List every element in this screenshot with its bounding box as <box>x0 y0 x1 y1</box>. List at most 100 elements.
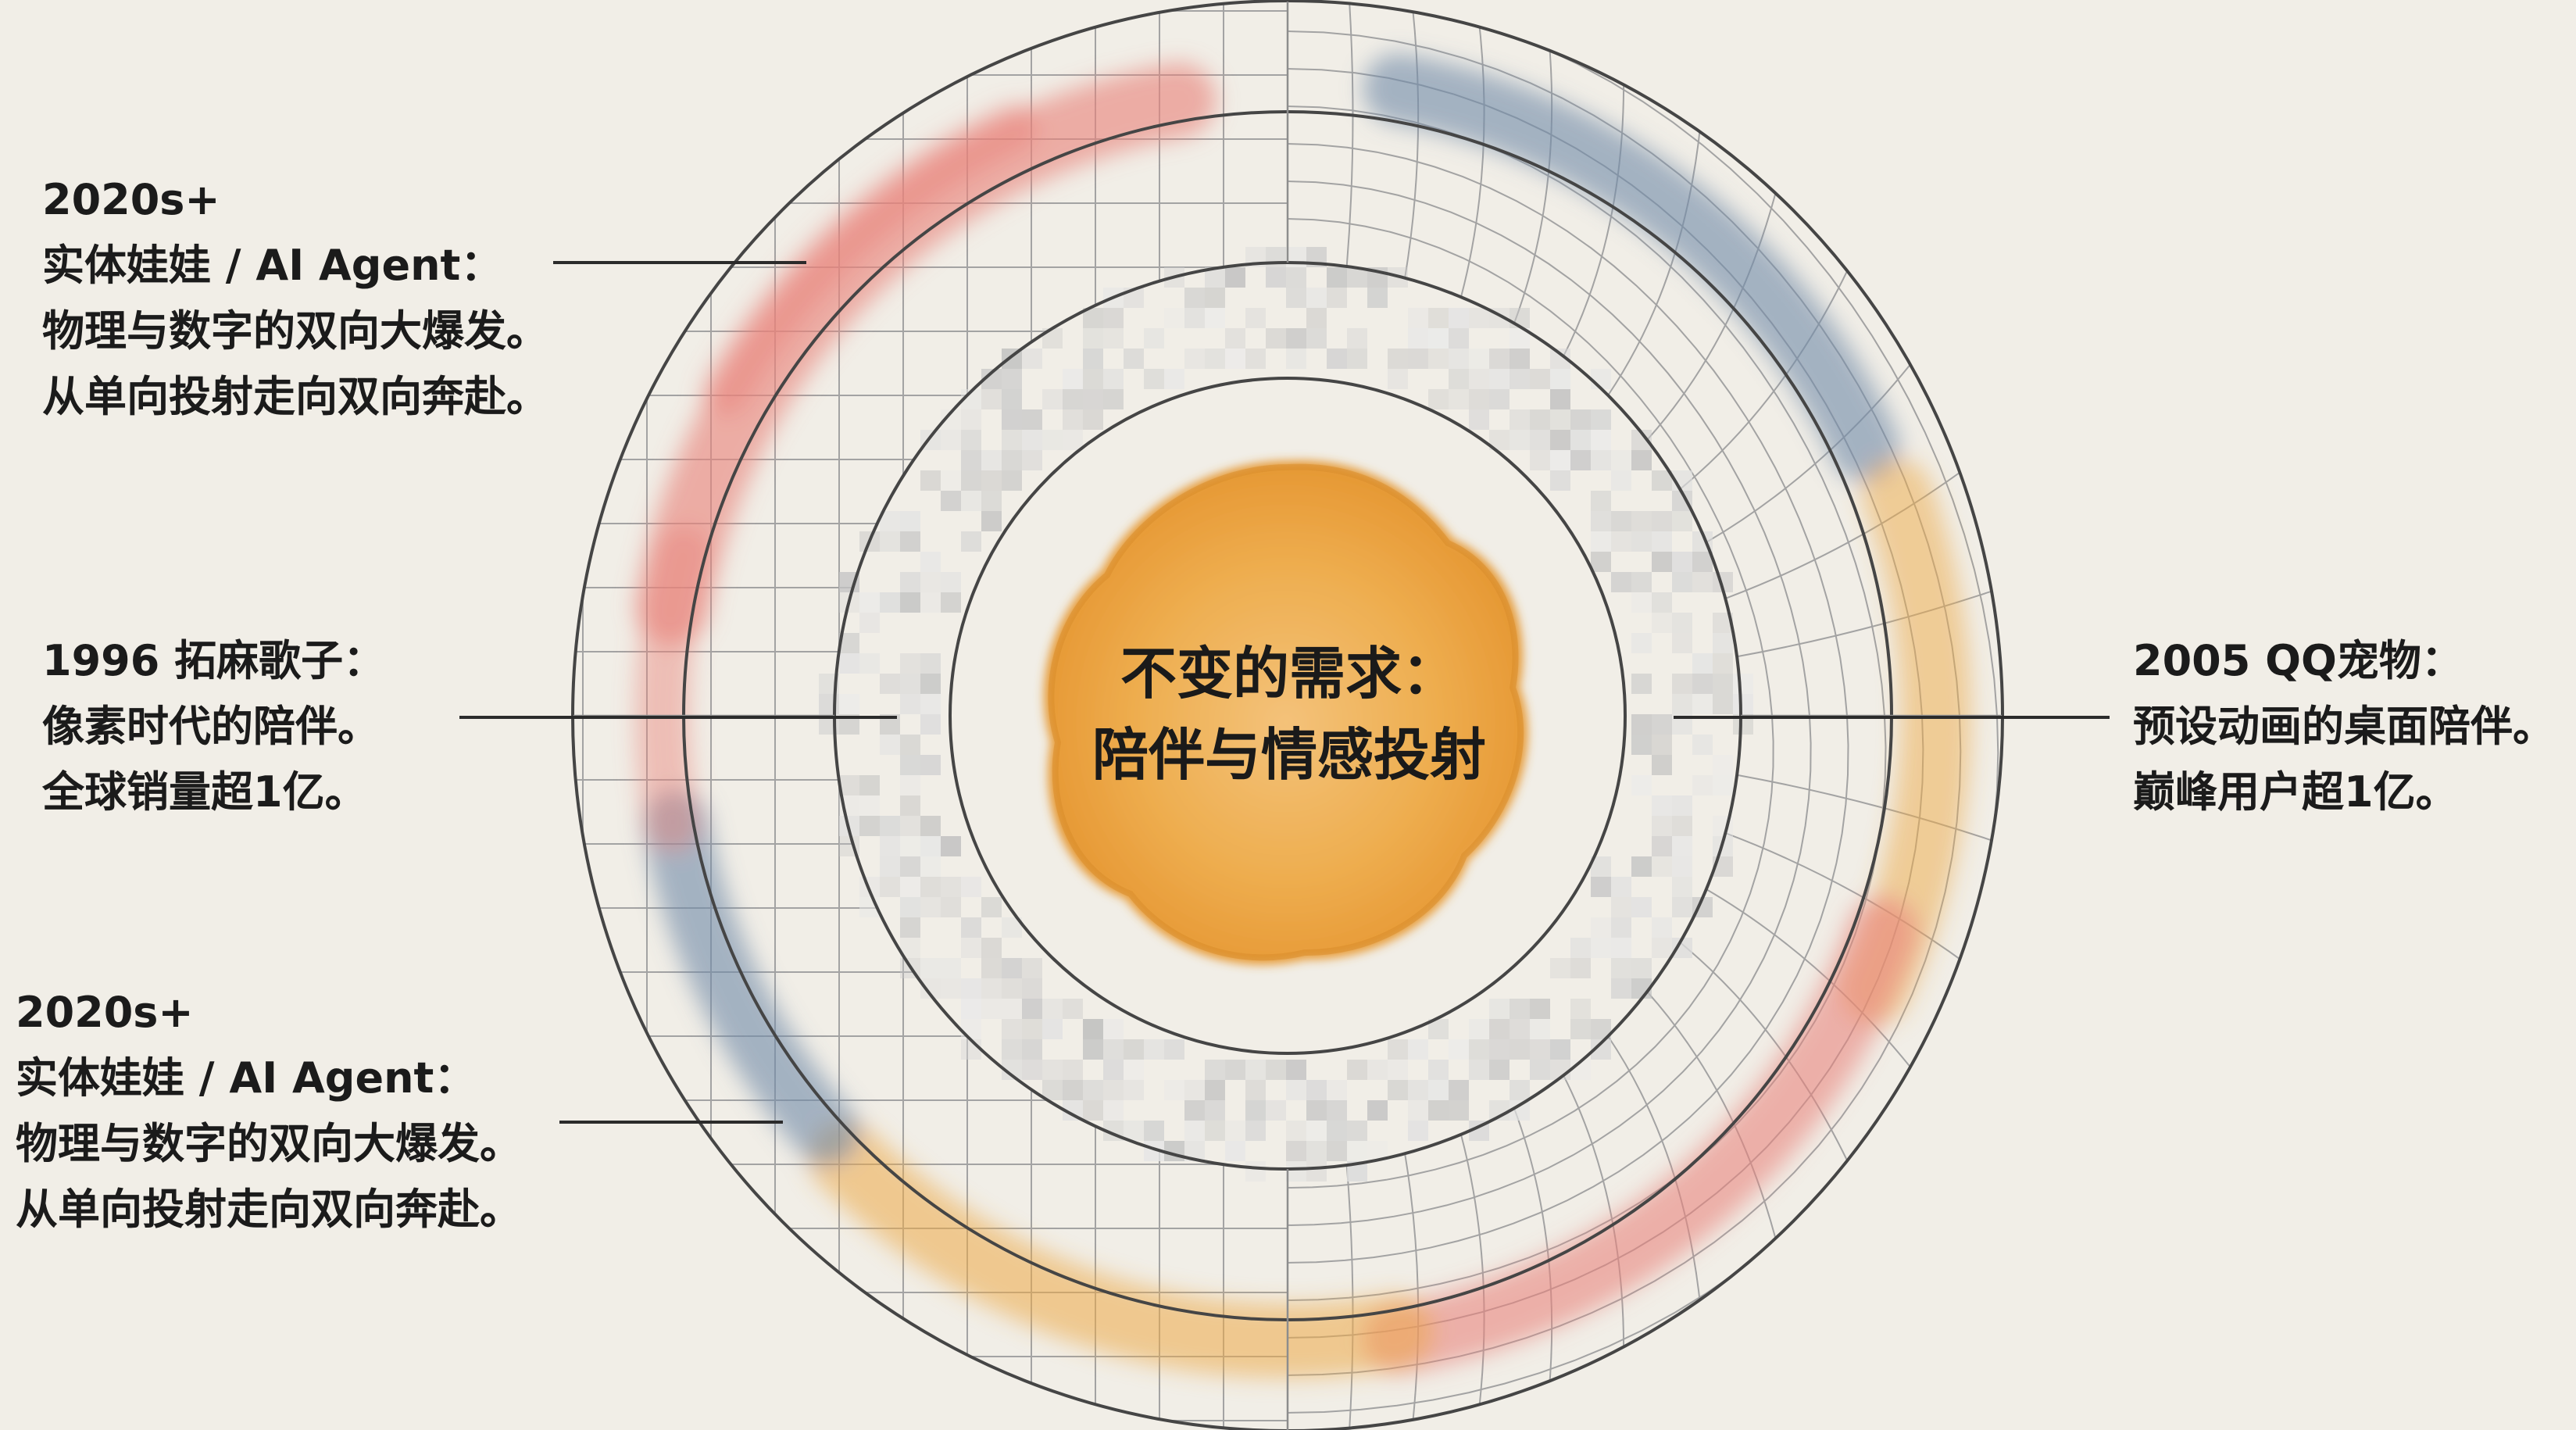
pixel-cell <box>1083 1039 1103 1060</box>
pixel-cell <box>1652 735 1672 755</box>
pixel-cell <box>1428 1060 1449 1080</box>
pixel-cell <box>1672 836 1692 856</box>
pixel-cell <box>1631 511 1652 531</box>
annotation-right: 2005 QQ宠物： 预设动画的桌面陪伴。 巅峰用户超1亿。 <box>2133 628 2555 825</box>
pixel-cell <box>1449 1039 1469 1060</box>
pixel-cell <box>1672 633 1692 653</box>
pixel-cell <box>1388 1039 1408 1060</box>
pixel-cell <box>1469 409 1489 430</box>
mesh-spoke <box>1679 259 1854 490</box>
pixel-cell <box>920 552 941 572</box>
pixel-cell <box>1469 369 1489 389</box>
pixel-cell <box>1022 409 1042 430</box>
pixel-cell <box>1591 450 1611 470</box>
pixel-cell <box>1591 491 1611 511</box>
watercolor-blue-top-right <box>1363 53 1900 482</box>
pixel-cell <box>900 877 920 897</box>
pixel-cell <box>1530 1039 1550 1060</box>
pixel-cell <box>961 470 981 491</box>
mesh-spoke <box>1345 1 1354 267</box>
pixel-cell <box>1530 999 1550 1019</box>
pixel-cell <box>1489 369 1510 389</box>
pixel-cell <box>981 450 1002 470</box>
watercolor-red-left <box>635 526 712 852</box>
pixel-cell <box>839 653 859 674</box>
pixel-cell <box>1672 694 1692 714</box>
pixel-cell <box>1449 349 1469 369</box>
mesh-spoke <box>1736 586 2003 658</box>
watercolor-orange-bottom <box>808 1121 1434 1378</box>
pixel-cell <box>1510 409 1530 430</box>
pixel-cell <box>859 816 880 836</box>
mesh-spoke <box>1706 888 1919 1078</box>
pixel-cell <box>1164 1141 1184 1161</box>
pixel-cell <box>981 511 1002 531</box>
pixel-cell <box>1611 450 1631 470</box>
annotation-left-title: 1996 拓麻歌子： <box>42 636 386 685</box>
pixel-cell <box>1611 978 1631 999</box>
pixel-cell <box>1672 877 1692 897</box>
pixel-cell <box>981 938 1002 958</box>
pixel-cell <box>900 511 920 531</box>
pixel-cell <box>1184 1100 1205 1121</box>
pixel-cell <box>1408 349 1428 369</box>
annotation-left-desc-2: 全球销量超1亿。 <box>42 767 367 817</box>
pixel-cell <box>920 470 941 491</box>
pixel-cell <box>1652 795 1672 816</box>
pixel-cell <box>900 816 920 836</box>
pixel-cell <box>920 572 941 592</box>
pixel-cell <box>1489 1039 1510 1060</box>
pixel-cell <box>1428 1100 1449 1121</box>
pixel-cell <box>920 714 941 735</box>
pixel-cell <box>941 897 961 917</box>
pixel-cell <box>1347 1141 1367 1161</box>
pixel-cell <box>1306 328 1327 349</box>
pixel-cell <box>1042 1060 1063 1080</box>
pixel-cell <box>961 450 981 470</box>
pixel-cell <box>839 775 859 795</box>
mesh-spoke <box>1563 71 1625 357</box>
pixel-cell <box>1591 531 1611 552</box>
pixel-cell <box>1327 1141 1347 1161</box>
pixel-cell <box>1022 430 1042 450</box>
pixel-cell <box>1570 409 1591 430</box>
pixel-cell <box>1692 572 1713 592</box>
pixel-cell <box>1327 267 1347 288</box>
pixel-cell <box>981 999 1002 1019</box>
pixel-cell <box>920 856 941 877</box>
pixel-cell <box>1286 349 1306 369</box>
watercolor-red-top-left-inner <box>702 104 1038 415</box>
pixel-cell <box>1489 999 1510 1019</box>
pixel-cell <box>1570 450 1591 470</box>
pixel-cell <box>1124 1080 1144 1100</box>
pixel-cell <box>1306 1121 1327 1141</box>
mesh-spoke <box>1607 1035 1702 1314</box>
pixel-cell <box>1672 856 1692 877</box>
pixel-cell <box>1570 999 1591 1019</box>
pixel-cell <box>1306 1100 1327 1121</box>
pixel-cell <box>1489 349 1510 369</box>
pixel-cell <box>1510 999 1530 1019</box>
pixel-cell <box>880 592 900 613</box>
annotation-bottom-left-title: 实体娃娃 / AI Agent： <box>16 1053 477 1103</box>
pixel-cell <box>1002 958 1022 978</box>
pixel-cell <box>1611 938 1631 958</box>
pixel-cell <box>1103 1060 1124 1080</box>
pixel-cell <box>1652 470 1672 491</box>
annotation-bottom-left-year: 2020s+ <box>16 988 194 1037</box>
pixel-cell <box>920 816 941 836</box>
mesh-spoke <box>1404 1 1420 278</box>
mesh-spoke <box>1513 38 1553 324</box>
pixel-cell <box>1611 572 1631 592</box>
pixel-cell <box>1286 288 1306 308</box>
annotation-top-left-desc-2: 从单向投射走向双向奔赴。 <box>42 372 548 421</box>
pixel-cell <box>1103 1019 1124 1039</box>
pixel-cell <box>880 816 900 836</box>
pixel-cell <box>1002 409 1022 430</box>
center-blob <box>1044 460 1528 965</box>
pixel-cell <box>1042 1019 1063 1039</box>
pixel-cell <box>1367 1100 1388 1121</box>
pixel-cell <box>1611 958 1631 978</box>
pixel-cell <box>1652 592 1672 613</box>
